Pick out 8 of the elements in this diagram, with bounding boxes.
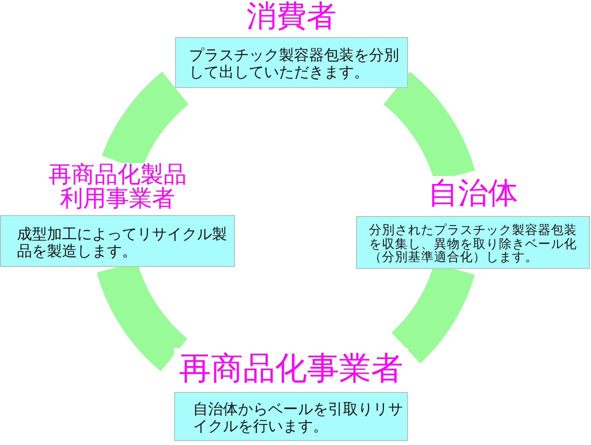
stakeholder-title: 再商品化製品利用事業者	[48, 163, 188, 211]
stakeholder-title: 再商品化事業者	[179, 348, 403, 388]
description-text: プラスチック製容器包装を分別して出していただきます。	[189, 47, 400, 81]
description-text: 分別されたプラスチック製容器包装を収集し、異物を取り除きベール化（分別基準適合化）します。	[369, 223, 578, 264]
description-text: 成型加工によってリサイクル製品を製造します。	[17, 226, 228, 260]
stakeholder-title: 消費者	[246, 0, 336, 34]
stakeholder-title: 自治体	[428, 176, 518, 212]
description-text: 自治体からベールを引取りリサイクルを行います。	[193, 401, 403, 435]
